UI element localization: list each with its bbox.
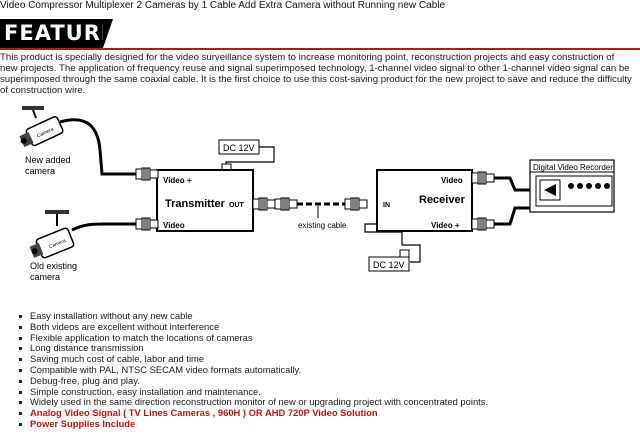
list-item: Long distance transmission — [18, 343, 488, 354]
list-item: Debug-free, plug and play. — [18, 375, 488, 387]
page-title: Video Compressor Multiplexer 2 Cameras b… — [0, 0, 446, 11]
list-item: Saving much cost of cable, labor and tim… — [18, 353, 488, 365]
features-heading: FEATURES — [4, 21, 133, 45]
transmitter-name: Transmitter — [165, 198, 226, 210]
list-item: Simple construction, easy installation a… — [18, 386, 488, 398]
existing-cable-label: existing cable — [298, 221, 347, 230]
features-list: Easy installation without any new cable … — [18, 310, 488, 430]
receiver-power-box — [368, 256, 410, 272]
dvr-label: Digital Video Recorder — [533, 163, 613, 172]
receiver-video-plus-label: Video + — [431, 221, 460, 230]
transmitter-power-label: DC 12V — [223, 143, 255, 153]
list-item: Both videos are excellent without interf… — [18, 321, 488, 333]
list-item: Widely used in the same direction recons… — [18, 397, 488, 408]
features-tab: FEATURES — [0, 19, 131, 48]
old-camera-label-line2: camera — [30, 272, 60, 282]
dvr-device — [529, 159, 615, 213]
list-item: Flexible application to match the locati… — [18, 332, 488, 344]
transmitter-box: Video + Transmitter OUT Video — [156, 169, 254, 232]
intro-paragraph: This product is specially designed for t… — [0, 52, 632, 96]
receiver-name: Receiver — [419, 194, 466, 206]
list-item: Compatible with PAL, NTSC SECAM video fo… — [18, 364, 488, 376]
old-camera-icon: Camera — [29, 210, 75, 259]
list-item: Easy installation without any new cable — [18, 310, 488, 322]
features-banner: FEATURES — [0, 19, 640, 50]
highlight-item: Analog Video Signal ( TV Lines Cameras ,… — [18, 407, 488, 419]
new-camera-label-line2: camera — [25, 166, 55, 176]
connection-diagram: Camera New added camera Camera Old exist… — [19, 106, 615, 282]
new-camera-label-line1: New added — [25, 155, 71, 165]
new-camera-icon: Camera — [19, 106, 64, 148]
transmitter-out-label: OUT — [229, 202, 245, 209]
transmitter-video-label: Video — [163, 221, 185, 230]
old-camera-label-line1: Old existing — [30, 261, 77, 271]
receiver-video-label: Video — [441, 176, 463, 185]
receiver-in-label: IN — [383, 202, 390, 209]
transmitter-video-plus-label: Video + — [163, 176, 192, 185]
receiver-box: IN Receiver Video Video + — [376, 169, 473, 232]
receiver-power-label: DC 12V — [373, 260, 405, 270]
highlight-item: Power Supplies Include — [18, 418, 488, 430]
